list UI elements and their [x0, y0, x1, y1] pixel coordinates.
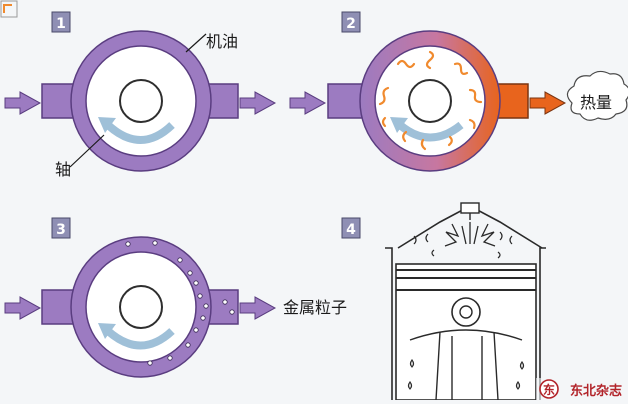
rotation-arrow	[105, 121, 175, 144]
rotation-arrow-head	[98, 323, 116, 339]
shaft	[408, 79, 452, 123]
heat-outlet-arrow	[529, 91, 567, 115]
shaft-label: 轴	[55, 160, 71, 179]
oil-inlet-arrow	[289, 91, 327, 115]
rotation-arrow	[397, 121, 464, 142]
panel-2-number: 2	[346, 16, 356, 32]
oil-droplets	[407, 358, 525, 390]
rotation-arrow	[105, 327, 175, 350]
panel-1-badge	[51, 11, 71, 33]
combustion-burst	[444, 222, 496, 247]
panel-2-badge	[341, 11, 361, 33]
panel-1: 1 机油 轴	[4, 11, 277, 179]
panel-2: 2 热量	[289, 11, 628, 172]
heat-label: 热量	[580, 93, 612, 112]
corner-icon	[0, 0, 18, 18]
piston	[395, 263, 537, 401]
oil-outlet-arrow	[239, 296, 277, 320]
oil-inlet-arrow	[4, 296, 42, 320]
panel-3-number: 3	[56, 222, 66, 238]
shaft	[119, 79, 163, 123]
spark-plug-icon	[460, 202, 480, 220]
gas-swirls	[413, 231, 513, 259]
rotation-arrow-head	[98, 117, 116, 133]
watermark-text: 东北杂志	[570, 383, 622, 399]
panel-1-number: 1	[56, 16, 66, 32]
panel-3: 3 金属粒子	[4, 217, 347, 378]
oil-inlet-pipe	[327, 83, 363, 119]
shaft	[119, 285, 163, 329]
shaft-leader-line	[69, 134, 105, 168]
watermark-logo: 东 东北杂志	[536, 378, 626, 400]
oil-label: 机油	[206, 32, 238, 51]
panel-4-badge	[341, 217, 361, 239]
oil-inlet-arrow	[4, 91, 42, 115]
oil-leader-line	[185, 33, 207, 53]
panel-3-badge	[51, 217, 71, 239]
metal-particles	[125, 240, 235, 366]
oil-outlet-arrow	[239, 91, 277, 115]
rotation-arrow-head	[390, 117, 408, 133]
panel-4: 4	[341, 202, 546, 401]
panel-4-number: 4	[346, 222, 356, 238]
heat-cloud	[566, 70, 628, 121]
heat-waves	[378, 50, 483, 151]
metal-label: 金属粒子	[283, 298, 347, 317]
svg-text:东: 东	[543, 382, 555, 397]
